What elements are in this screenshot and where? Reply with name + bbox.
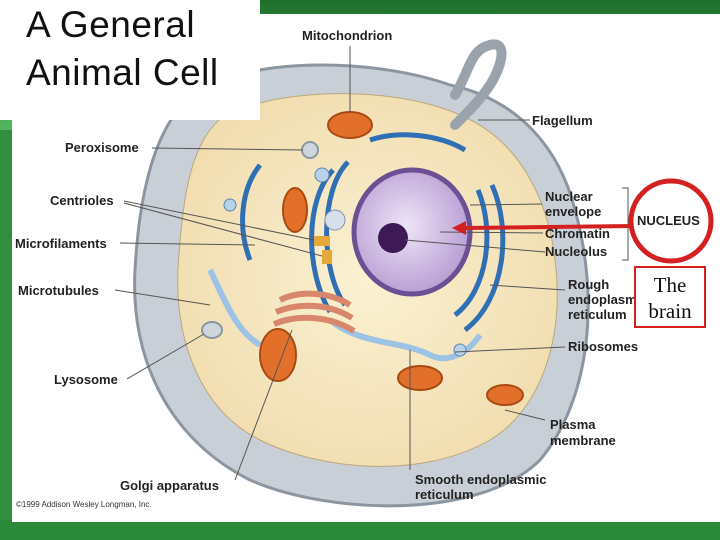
nucleus-callout-circle (628, 178, 714, 264)
mitochondrion (327, 111, 373, 139)
slide-title: A General Animal Cell (0, 0, 260, 120)
golgi-apparatus (272, 314, 356, 334)
label-chromatin: Chromatin (545, 226, 610, 241)
label-microfilaments: Microfilaments (15, 236, 107, 251)
mitochondrion (486, 384, 524, 406)
vesicle (324, 209, 346, 231)
centrioles (314, 236, 332, 264)
mitochondrion (397, 365, 443, 391)
label-ribosomes: Ribosomes (568, 339, 639, 354)
rough-er-band (324, 160, 350, 307)
slide-background-bottom (0, 520, 720, 540)
peroxisome (301, 141, 319, 159)
lysosome (201, 321, 223, 339)
label-peroxisome: Peroxisome (65, 140, 139, 155)
label-flagellum: Flagellum (532, 113, 593, 128)
leader-lines (114, 46, 566, 481)
mitochondrion (282, 187, 308, 233)
annotation-box: The brain (634, 266, 706, 328)
copyright-text: ©1999 Addison Wesley Longman, Inc. (16, 500, 152, 509)
label-nucleolus: Nucleolus (545, 244, 608, 259)
label-plasma-membrane: Plasma membrane (550, 417, 616, 448)
label-mitochondrion: Mitochondrion (302, 28, 393, 43)
label-golgi-apparatus: Golgi apparatus (120, 478, 219, 493)
flagellum (450, 39, 507, 130)
vesicle (314, 167, 330, 183)
vesicle (223, 198, 237, 212)
label-smooth-er: Smooth endoplasmic reticulum (415, 472, 547, 502)
nucleolus (378, 223, 408, 253)
mitochondrion (259, 328, 297, 382)
label-lysosome: Lysosome (54, 372, 118, 387)
vesicle (453, 343, 467, 357)
label-centrioles: Centrioles (50, 193, 114, 208)
golgi-apparatus (278, 290, 352, 308)
label-rough-er: Rough endoplasmic reticulum (568, 277, 648, 322)
golgi-apparatus (274, 302, 354, 321)
label-microtubules: Microtubules (18, 283, 99, 298)
smooth-er (328, 317, 483, 362)
rough-er-band (240, 163, 262, 261)
nucleus-arrow (461, 224, 633, 230)
nucleus-arrowhead (452, 221, 466, 235)
title-line-1: A General (26, 4, 196, 45)
label-nuclear-envelope: Nuclear envelope (545, 189, 602, 219)
rough-er-band (463, 183, 506, 332)
rough-er-band (369, 132, 467, 153)
smooth-er (207, 268, 262, 348)
nucleus-bracket (622, 187, 629, 261)
title-line-2: Animal Cell (26, 52, 219, 93)
annotation-text: The brain (648, 273, 692, 323)
callout-nucleus-label: NUCLEUS (637, 213, 700, 228)
